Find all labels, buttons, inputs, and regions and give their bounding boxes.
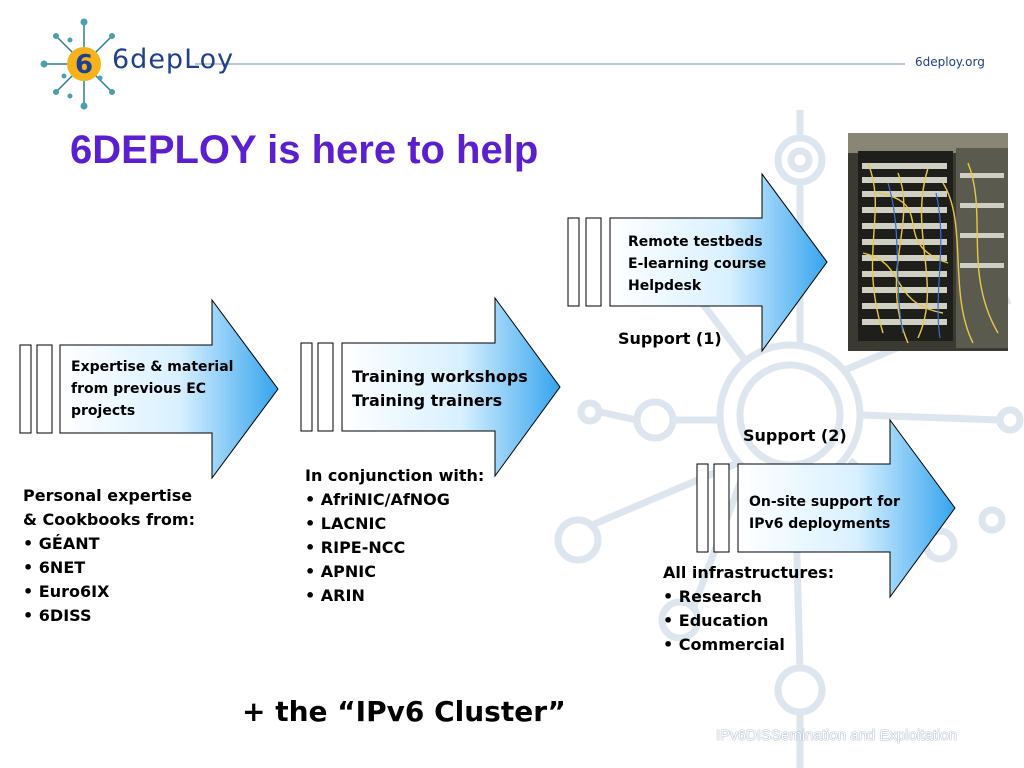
list-item: APNIC (305, 560, 484, 584)
personal-expertise-block: Personal expertise & Cookbooks from: GÉA… (23, 484, 195, 628)
site-url: 6deploy.org (915, 55, 985, 69)
list-item: Research (663, 585, 834, 609)
header-decoration: 6 (40, 18, 905, 110)
list-item: Education (663, 609, 834, 633)
list-item: Euro6IX (23, 580, 195, 604)
infrastructures-block: All infrastructures: Research Education … (663, 561, 834, 657)
arrow-training (300, 296, 561, 478)
arrow-expertise (19, 298, 279, 480)
list-item: ARIN (305, 584, 484, 608)
server-rack-photo (848, 133, 1008, 351)
list-item: AfriNIC/AfNOG (305, 488, 484, 512)
conjunction-block: In conjunction with: AfriNIC/AfNOG LACNI… (305, 464, 484, 608)
list-item: GÉANT (23, 532, 195, 556)
arrow-support2 (696, 418, 956, 599)
arrow-training-text: Training workshops Training trainers (352, 367, 528, 410)
arrow-expertise-text: Expertise & material from previous EC pr… (71, 359, 234, 419)
arrow-support1-text: Remote testbeds E-learning course Helpde… (628, 234, 767, 294)
list-item: Commercial (663, 633, 834, 657)
footer-tagline: IPv6DISSemination and Exploitation (716, 727, 957, 744)
arrow-support1 (567, 172, 828, 353)
list-item: 6NET (23, 556, 195, 580)
page-title: 6DEPLOY is here to help (70, 128, 539, 172)
svg-text:6: 6 (75, 50, 93, 80)
list-item: 6DISS (23, 604, 195, 628)
ipv6-cluster-note: + the “IPv6 Cluster” (242, 695, 566, 728)
arrow-support2-text: On-site support for IPv6 deployments (749, 494, 900, 532)
list-item: RIPE-NCC (305, 536, 484, 560)
list-item: LACNIC (305, 512, 484, 536)
support1-label: Support (1) (618, 329, 722, 348)
support2-label: Support (2) (743, 426, 847, 445)
logo-text: 6depLoy (112, 44, 235, 75)
